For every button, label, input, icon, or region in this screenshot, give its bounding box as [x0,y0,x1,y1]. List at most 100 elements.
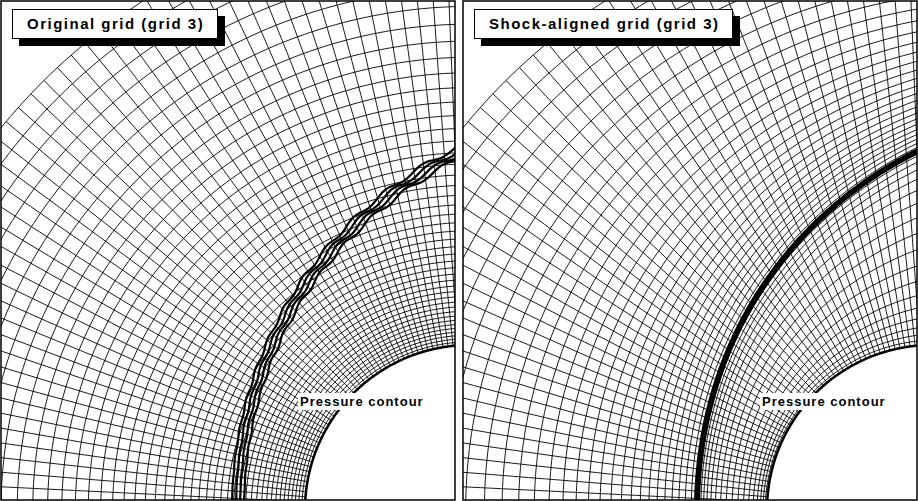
grid-line [463,197,791,424]
panel-title: Original grid (grid 3) [27,15,204,32]
grid-line [271,311,455,500]
grid-line [757,315,917,500]
computational-grid [463,1,917,500]
grid-line [588,58,917,500]
grid-line [576,51,917,500]
grid-line [657,95,917,500]
grid-line [502,11,917,500]
grid-line [649,90,917,500]
grid-line [547,43,827,383]
grid-line [463,424,769,486]
grid-line [463,1,917,500]
grid-line [234,274,455,500]
grid-line [463,1,917,500]
grid-line [463,1,917,500]
grid-line [480,108,809,401]
grid-line [174,214,455,500]
grid-line [463,1,917,500]
grid-line [214,254,455,500]
grid-line [146,1,382,371]
grid-line [75,115,455,500]
grid-line [672,102,917,500]
grid-line [1,443,306,492]
grid-line [33,73,455,500]
grid-line [699,122,917,500]
grid-line [640,86,917,500]
grid-line [506,80,816,392]
grid-line [1,166,334,416]
grid-line [742,1,880,353]
grid-line [280,320,455,500]
grid-line [17,57,455,500]
grid-line [600,64,917,500]
grid-line [262,302,455,500]
grid-line [463,1,917,500]
grid-line [704,138,917,500]
grid-line [135,175,455,500]
grid-line [408,1,453,346]
grid-line [295,335,455,500]
grid-line [563,44,917,500]
grid-line [463,151,799,412]
grid-line [1,151,337,412]
grid-line [1,41,455,500]
panel-frame [1,1,455,500]
grid-line [211,1,399,361]
grid-line [732,232,917,500]
shock-contour [696,114,918,500]
grid-line [1,1,455,500]
grid-line [194,1,394,363]
grid-line [130,9,377,373]
grid-line [592,9,839,373]
grid-line [534,29,917,500]
grid-line [679,106,917,500]
grid-line [1,24,455,500]
body-wall [767,345,917,500]
title-box: Shock-aligned grid (grid 3) [474,9,733,39]
grid-line [124,164,455,500]
shock-contour [232,111,455,500]
grid-line [85,43,365,383]
grid-line [292,332,455,500]
grid-line [701,129,917,500]
grid-line [62,102,455,500]
grid-line [191,231,455,500]
grid-line [1,1,455,500]
grid-line [145,185,455,500]
grid-line [753,302,917,500]
title-box: Original grid (grid 3) [12,9,218,39]
grid-line [631,81,917,500]
grid-line [1,424,307,486]
grid-line [284,324,455,500]
grid-line [484,1,917,500]
figure-label: Pressure contour [298,393,426,410]
grid-line [519,21,917,500]
grid-line [227,267,455,500]
grid-line [697,116,917,500]
panel-title: Shock-aligned grid (grid 3) [489,15,720,32]
grid-line [611,70,917,500]
grid-line [155,195,455,500]
grid-line [288,328,455,500]
grid-line [1,1,455,500]
grid-line [199,239,455,500]
grid-line [463,1,917,500]
grid-line [266,306,455,500]
panel-frame [463,1,917,500]
grid-line [726,213,917,500]
grid-line [621,75,917,500]
grid-line [48,88,455,500]
figure-label: Pressure contour [760,393,888,410]
body-wall [305,345,455,500]
shock-contour [236,118,455,500]
grid-line [466,1,917,500]
grid-line [445,1,455,345]
shock-contour [240,124,455,500]
grid-line [178,1,390,366]
grid-line [1,480,305,500]
grid-line [1,6,455,500]
grid-line [1,1,455,500]
grid-line [707,1,870,357]
grid-line [71,55,361,386]
